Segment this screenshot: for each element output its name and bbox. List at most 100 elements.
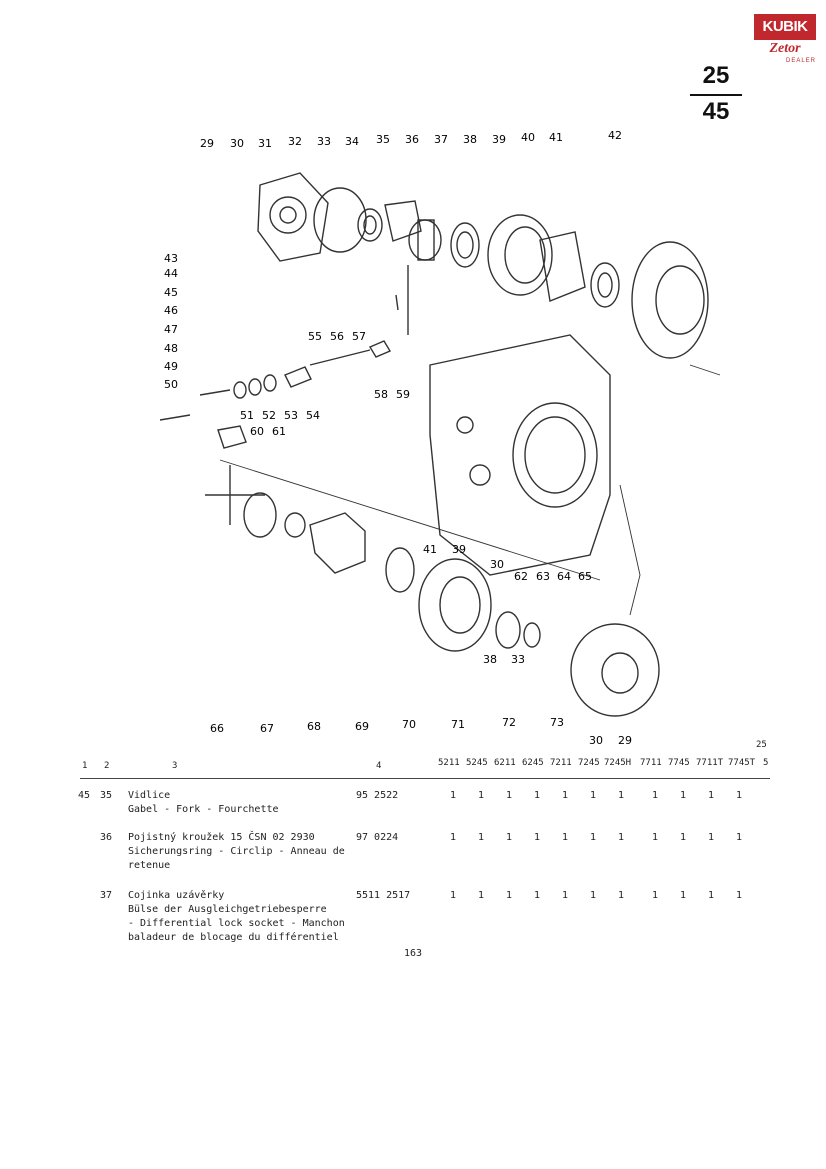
callout-52: 52	[262, 409, 276, 422]
qty: 1	[708, 890, 715, 901]
page-number: 163	[403, 948, 423, 959]
col-header-3: 3	[172, 761, 178, 771]
callout-51: 51	[240, 409, 254, 422]
qty: 1	[590, 832, 597, 843]
desc-line: Cojinka uzávěrky	[128, 890, 225, 901]
callout-40: 40	[521, 131, 535, 144]
qty: 1	[506, 790, 513, 801]
callout-33-lower: 33	[511, 653, 525, 666]
callout-29-bottom: 29	[618, 734, 632, 745]
callout-44: 44	[164, 267, 178, 280]
table-header-rule	[80, 778, 770, 779]
qty: 1	[562, 832, 569, 843]
callout-70: 70	[402, 718, 416, 731]
desc-line: baladeur de blocage du différentiel	[128, 932, 339, 943]
logo-kubik: KUBIK	[754, 14, 816, 40]
qty: 1	[534, 832, 541, 843]
model-5211: 5211	[438, 758, 460, 768]
qty: 1	[450, 790, 457, 801]
desc-line: Pojistný kroužek 15 ČSN 02 2930	[128, 832, 315, 843]
callout-69: 69	[355, 720, 369, 733]
model-7245: 7245	[578, 758, 600, 768]
callout-45: 45	[164, 286, 178, 299]
callout-43: 43	[164, 252, 178, 265]
desc-line: - Differential lock socket - Manchon	[128, 918, 345, 929]
qty: 1	[652, 890, 659, 901]
callout-73: 73	[550, 716, 564, 729]
qty: 1	[562, 890, 569, 901]
model-6211: 6211	[494, 758, 516, 768]
callout-63: 63	[536, 570, 550, 583]
qty: 1	[618, 890, 625, 901]
desc-line: Vidlice	[128, 790, 171, 801]
qty: 1	[736, 790, 743, 801]
callout-30: 30	[230, 137, 244, 150]
model-7711T: 7711T	[696, 758, 724, 768]
callout-47: 47	[164, 323, 178, 336]
desc-line: retenue	[128, 860, 171, 871]
model-5245: 5245	[466, 758, 488, 768]
callout-37: 37	[434, 133, 448, 146]
qty: 1	[680, 790, 687, 801]
qty: 1	[506, 890, 513, 901]
callout-67: 67	[260, 722, 274, 735]
col-header-4: 4	[376, 761, 382, 771]
callout-29: 29	[200, 137, 214, 150]
group-code: 25	[756, 740, 767, 750]
callout-68: 68	[307, 720, 321, 733]
callout-48: 48	[164, 342, 178, 355]
model-7745: 7745	[668, 758, 690, 768]
qty: 1	[562, 790, 569, 801]
qty: 1	[618, 832, 625, 843]
callout-53: 53	[284, 409, 298, 422]
cover-part	[257, 172, 329, 262]
callout-49: 49	[164, 360, 178, 373]
row-group: 45	[78, 790, 91, 801]
crown-gear	[631, 241, 709, 359]
qty: 1	[708, 790, 715, 801]
callout-31: 31	[258, 137, 272, 150]
row-position: 37	[100, 890, 113, 901]
row-part-number: 5511 2517	[356, 890, 411, 901]
qty: 1	[736, 890, 743, 901]
callout-38-lower: 38	[483, 653, 497, 666]
callout-55: 55	[308, 330, 322, 343]
logo-dealer: DEALER	[785, 58, 816, 64]
qty: 1	[450, 832, 457, 843]
qty: 1	[450, 890, 457, 901]
row-part-number: 95 2522	[356, 790, 399, 801]
desc-line: Sicherungsring - Circlip - Anneau de	[128, 846, 345, 857]
callout-46: 46	[164, 304, 178, 317]
col-header-1: 1	[82, 761, 88, 771]
callout-60: 60	[250, 425, 264, 438]
callout-36: 36	[405, 133, 419, 146]
callout-62: 62	[514, 570, 528, 583]
callout-57: 57	[352, 330, 366, 343]
qty: 1	[708, 832, 715, 843]
callout-42: 42	[608, 129, 622, 142]
differential-case	[309, 512, 366, 574]
qty: 1	[590, 790, 597, 801]
qty: 1	[618, 790, 625, 801]
qty: 1	[534, 790, 541, 801]
model-6245: 6245	[522, 758, 544, 768]
callout-59: 59	[396, 388, 410, 401]
page-ref-sheet: 45	[702, 98, 730, 125]
desc-line: Bülse der Ausgleichgetriebesperre	[128, 904, 327, 915]
qty: 1	[590, 890, 597, 901]
qty: 1	[680, 832, 687, 843]
callout-39-lower: 39	[452, 543, 466, 556]
model-7745T: 7745T	[728, 758, 756, 768]
model-7245H: 7245H	[604, 758, 632, 768]
gearbox-housing	[429, 334, 611, 576]
col-header-5: 5	[763, 758, 769, 768]
gasket-part	[313, 187, 367, 253]
callout-56: 56	[330, 330, 344, 343]
callout-65: 65	[578, 570, 592, 583]
callout-33: 33	[317, 135, 331, 148]
qty: 1	[506, 832, 513, 843]
callout-66: 66	[210, 722, 224, 735]
callout-72: 72	[502, 716, 516, 729]
page-ref-group: 25	[702, 62, 730, 89]
row-position: 35	[100, 790, 113, 801]
